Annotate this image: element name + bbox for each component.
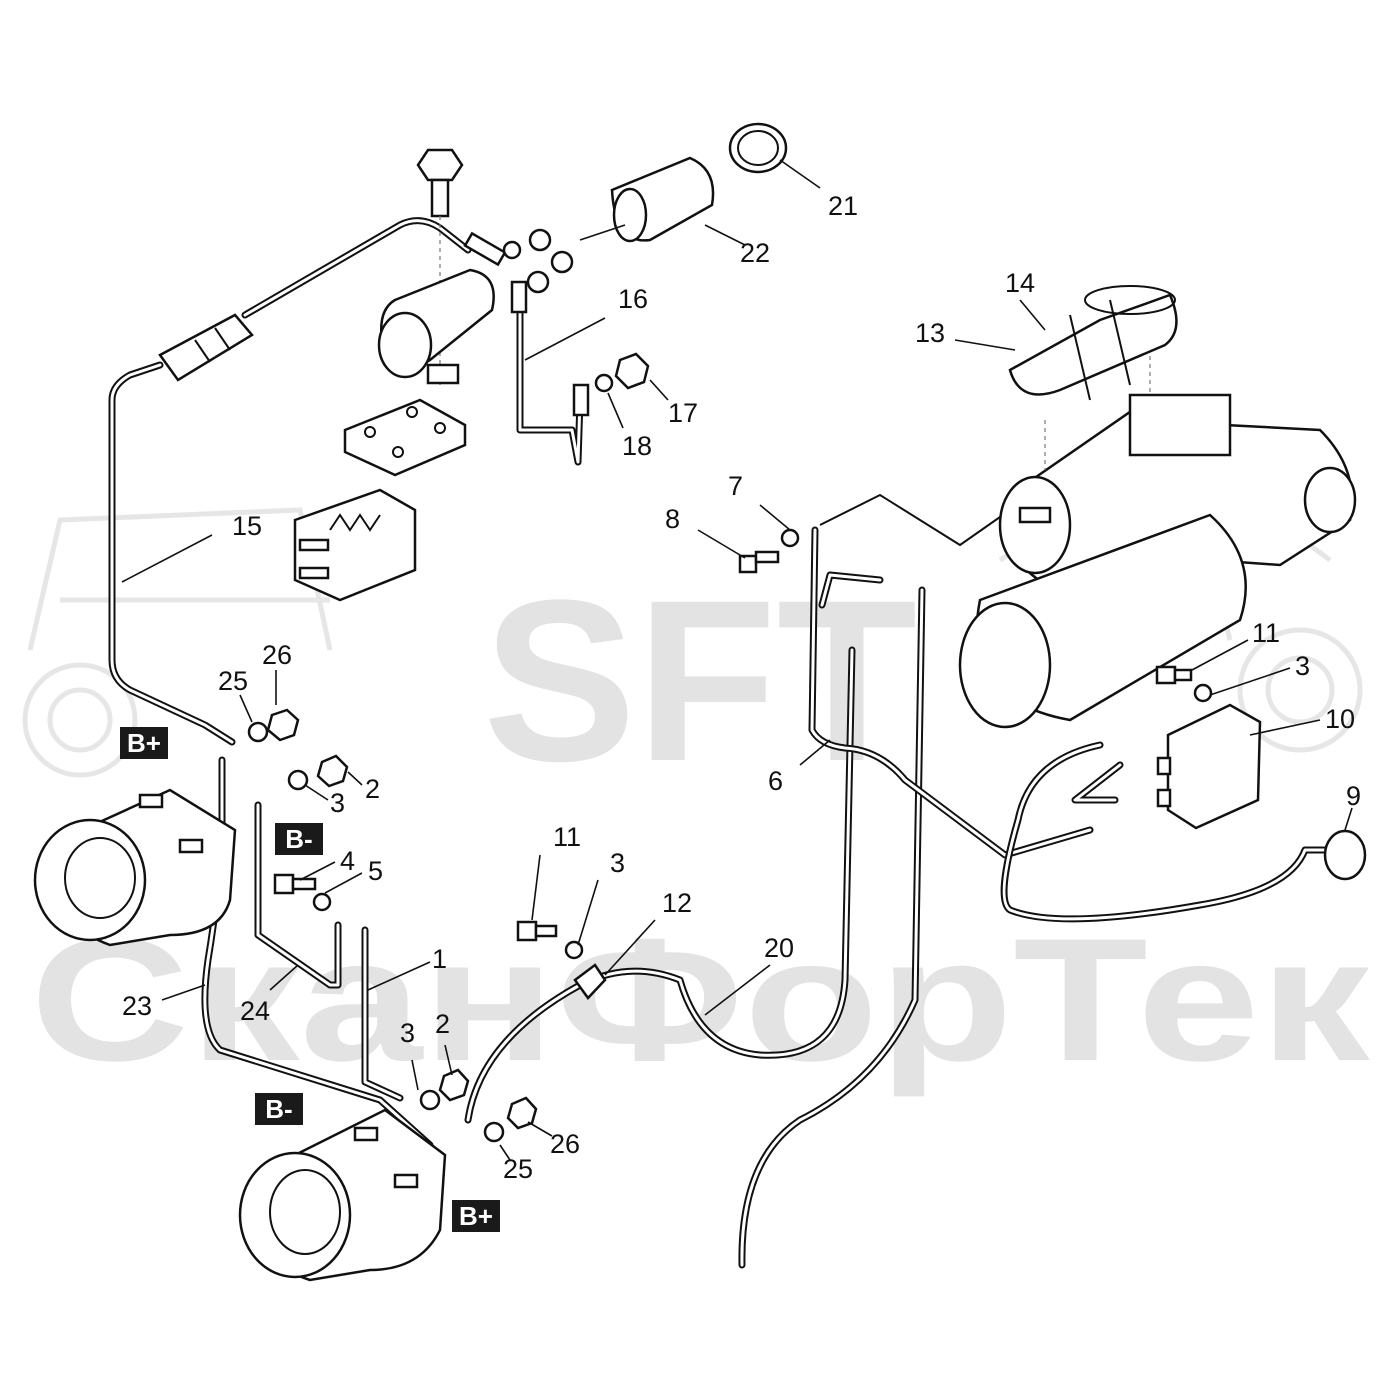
bolt-icon <box>416 148 464 385</box>
callout-18: 18 <box>622 431 652 461</box>
hose-clamp-icon <box>728 122 788 174</box>
tag-b-minus-upper: B- <box>275 823 323 855</box>
callout-11-mid: 11 <box>553 822 581 852</box>
watermark-company: СканФорТек <box>30 903 1371 1098</box>
callout-17: 17 <box>668 398 698 428</box>
relay-box-icon <box>1156 703 1262 830</box>
tag-b-plus-upper: B+ <box>120 727 168 759</box>
callout-1: 1 <box>432 944 447 974</box>
callout-20: 20 <box>764 933 794 963</box>
svg-text:B-: B- <box>265 1094 292 1124</box>
terminal-tags: B+ B- B- B+ <box>120 727 500 1232</box>
callout-5: 5 <box>368 856 383 886</box>
temperature-sensor-icon <box>1323 829 1367 881</box>
svg-text:B-: B- <box>285 824 312 854</box>
glow-relay-assembly <box>158 122 788 602</box>
cable-15 <box>108 361 236 746</box>
callout-8: 8 <box>665 504 680 534</box>
washer-nut-set <box>502 228 650 393</box>
callout-7: 7 <box>728 471 743 501</box>
starter-motor-icon <box>958 340 1357 729</box>
hardware-small <box>247 528 1367 1143</box>
callout-12: 12 <box>662 888 692 918</box>
callout-9: 9 <box>1346 781 1361 811</box>
callout-3-right: 3 <box>1295 651 1310 681</box>
callout-2-lower: 2 <box>435 1009 450 1039</box>
callout-3-upper: 3 <box>330 788 345 818</box>
callout-21: 21 <box>828 191 858 221</box>
callout-10: 10 <box>1325 704 1355 734</box>
callout-11-right: 11 <box>1252 618 1280 648</box>
ring-terminals <box>463 231 590 417</box>
svg-text:B+: B+ <box>459 1201 493 1231</box>
callout-16: 16 <box>618 284 648 314</box>
wire-harness <box>108 217 1334 1269</box>
heat-shield-icon <box>1008 285 1178 401</box>
callout-2-upper: 2 <box>365 774 380 804</box>
callout-15: 15 <box>232 511 262 541</box>
callout-26-upper: 26 <box>262 640 292 670</box>
callout-13: 13 <box>915 318 945 348</box>
callout-25-lower: 25 <box>503 1154 533 1184</box>
heater-block-icon <box>293 488 417 602</box>
callout-25-upper: 25 <box>218 666 248 696</box>
callout-labels: 21 22 16 14 13 17 18 15 7 8 26 25 2 3 4 … <box>122 191 1361 1184</box>
callout-24: 24 <box>240 996 270 1026</box>
callout-14: 14 <box>1005 268 1035 298</box>
callout-3-mid: 3 <box>610 848 625 878</box>
callout-6: 6 <box>768 766 783 796</box>
watermark: SFT СканФорТек <box>22 446 1371 1098</box>
mounting-plate-icon <box>343 398 467 477</box>
relay-cylinder-icon <box>377 268 495 385</box>
callout-23: 23 <box>122 991 152 1021</box>
svg-text:B+: B+ <box>127 728 161 758</box>
callout-26-lower: 26 <box>550 1129 580 1159</box>
battery-upper-icon <box>33 788 237 947</box>
callout-4: 4 <box>340 846 355 876</box>
watermark-logo: SFT <box>483 552 917 809</box>
rubber-boot-icon <box>610 156 715 243</box>
tag-b-minus-lower: B- <box>255 1093 303 1125</box>
callout-3-lower: 3 <box>400 1018 415 1048</box>
inline-connector-icon <box>158 313 254 382</box>
leader-lines <box>121 159 1353 1161</box>
tag-b-plus-lower: B+ <box>452 1200 500 1232</box>
battery-lower-icon <box>238 1108 447 1282</box>
callout-22: 22 <box>740 238 770 268</box>
